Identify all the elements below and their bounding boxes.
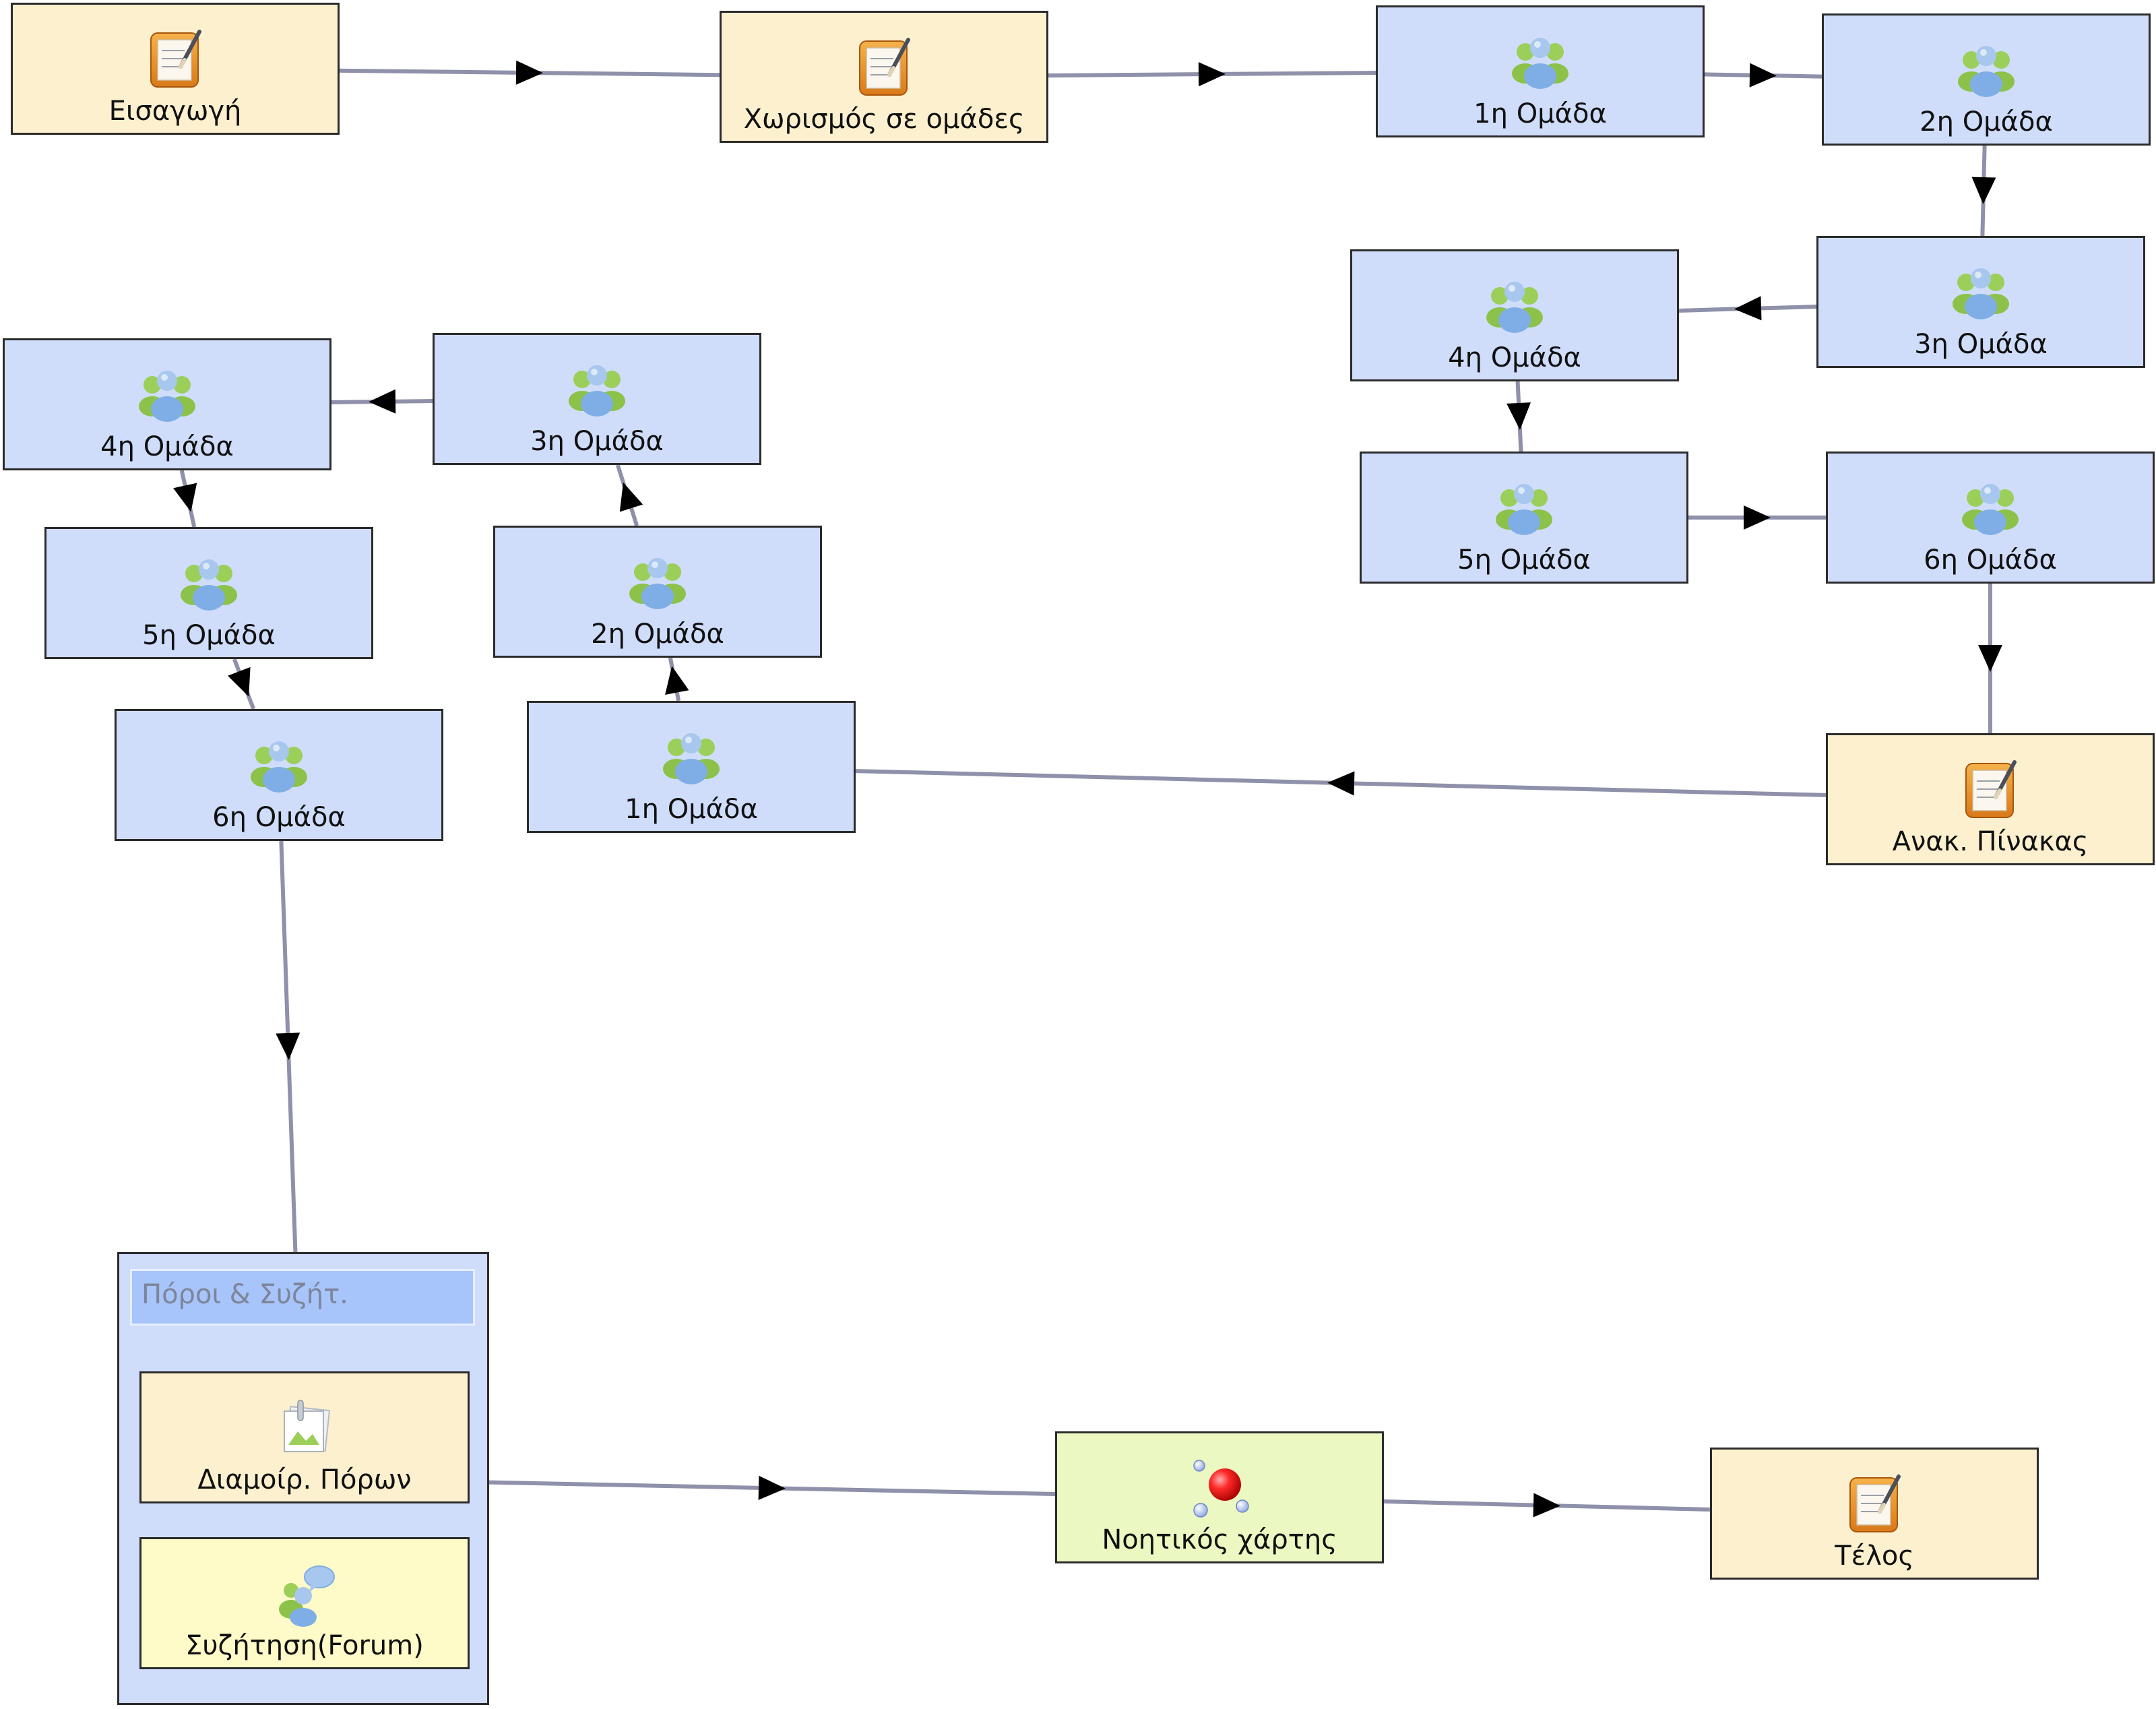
edge-arrowhead [1533,1493,1560,1518]
users-icon [139,371,195,422]
node-label: Συζήτηση(Forum) [185,1630,424,1661]
edge-arrowhead [619,482,643,512]
resources-icon [284,1400,331,1452]
notebook-icon [1849,1474,1901,1532]
forum-icon [279,1565,335,1627]
node-group-2-left[interactable]: 2η Ομάδα [493,526,822,658]
optional-activity-title: Πόροι & Συζήτ. [130,1269,475,1326]
users-icon [663,733,720,784]
users-icon [1496,484,1552,535]
notebook-icon [1965,760,2017,818]
node-label: 3η Ομάδα [530,426,664,457]
node-grouping[interactable]: Χωρισμός σε ομάδες [720,11,1048,143]
node-label: 3η Ομάδα [1914,329,2048,360]
edge-arrowhead [173,483,197,512]
users-icon [1953,268,2009,319]
edge-arrowhead [369,389,396,414]
edge-arrowhead [758,1475,786,1500]
node-group-1-top[interactable]: 1η Ομάδα [1376,5,1705,137]
users-icon [629,558,686,609]
edge-arrowhead [1749,63,1777,88]
node-label: 1η Ομάδα [1473,98,1607,129]
node-group-2-top[interactable]: 2η Ομάδα [1822,13,2151,146]
node-label: 5η Ομάδα [142,620,276,651]
node-group-6-right[interactable]: 6η Ομάδα [1826,452,2155,584]
node-label: Τέλος [1835,1541,1914,1572]
users-icon [251,741,307,793]
node-group-6-left[interactable]: 6η Ομάδα [115,709,443,841]
node-label: Διαμοίρ. Πόρων [197,1464,412,1495]
edge-arrowhead [665,666,689,695]
node-label: 4η Ομάδα [100,431,234,462]
users-icon [181,559,237,611]
users-icon [1512,38,1568,89]
edge-arrowhead [1327,771,1355,796]
notebook-icon [859,38,910,96]
node-resource-sharing[interactable]: Διαμοίρ. Πόρων [139,1371,470,1503]
node-label: 6η Ομάδα [1924,545,2057,576]
edge-arrowhead [1978,645,2002,672]
optional-activity[interactable]: Πόροι & Συζήτ. Διαμοίρ. Πόρων Συζήτηση(F… [117,1252,489,1705]
node-group-3-left[interactable]: 3η Ομάδα [433,333,761,465]
node-mindmap[interactable]: Νοητικός χάρτης [1055,1431,1384,1563]
edge-arrowhead [276,1032,300,1060]
users-icon [1486,282,1543,333]
node-label: 4η Ομάδα [1448,342,1581,373]
edge-arrowhead [228,666,251,697]
node-label: 5η Ομάδα [1457,545,1591,576]
node-group-3-right[interactable]: 3η Ομάδα [1816,236,2145,368]
node-forum[interactable]: Συζήτηση(Forum) [139,1537,470,1669]
node-label: 1η Ομάδα [625,794,758,825]
edge-arrowhead [1744,505,1771,530]
edge-arrowhead [1198,62,1226,87]
users-icon [569,365,625,416]
edge-arrowhead [1734,296,1762,321]
edge-arrowhead [1507,402,1531,430]
node-intro[interactable]: Εισαγωγή [11,3,340,135]
users-icon [1958,46,2015,97]
node-label: 2η Ομάδα [591,619,724,650]
node-group-1-left[interactable]: 1η Ομάδα [527,701,856,833]
node-label: Χωρισμός σε ομάδες [743,104,1025,135]
node-group-5-right[interactable]: 5η Ομάδα [1360,452,1688,584]
node-label: 2η Ομάδα [1920,106,2053,137]
node-label: 6η Ομάδα [212,802,346,833]
node-group-4-left[interactable]: 4η Ομάδα [3,338,331,470]
node-label: Εισαγωγή [108,96,242,127]
edge-arrowhead [1971,177,1996,204]
node-group-4-right[interactable]: 4η Ομάδα [1350,249,1679,381]
node-label: Νοητικός χάρτης [1102,1524,1337,1555]
node-group-5-left[interactable]: 5η Ομάδα [44,527,373,659]
edge-arrowhead [515,60,543,85]
mindmap-icon [1193,1460,1249,1518]
users-icon [1962,484,2019,535]
node-label: Ανακ. Πίνακας [1892,826,2089,857]
notebook-icon [150,30,201,88]
node-noticeboard[interactable]: Ανακ. Πίνακας [1826,733,2155,865]
node-end[interactable]: Τέλος [1710,1448,2039,1580]
